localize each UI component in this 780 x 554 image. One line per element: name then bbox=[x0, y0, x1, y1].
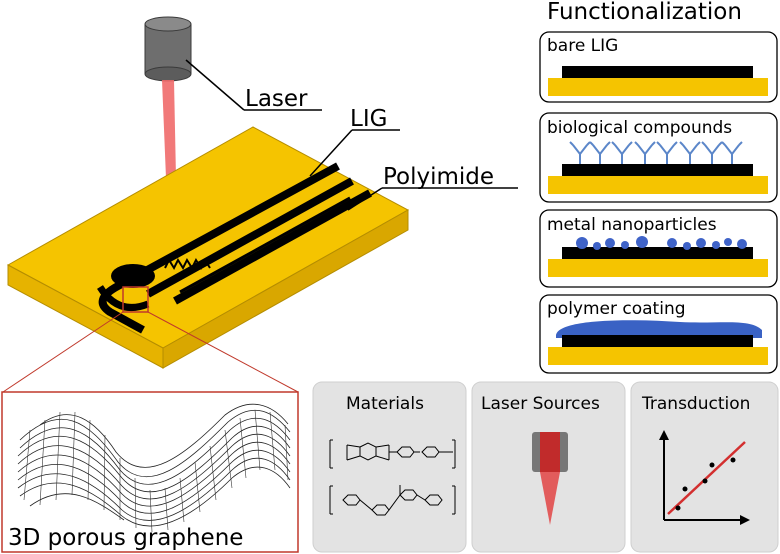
transduction-title: Transduction bbox=[641, 394, 750, 414]
func-label-biological: biological compounds bbox=[547, 118, 732, 138]
lig-electrode bbox=[98, 162, 372, 334]
nanoparticle-dots bbox=[576, 236, 747, 250]
graphene-zoom-box bbox=[1, 391, 299, 553]
lig-label: LIG bbox=[350, 106, 387, 132]
zoom-marker bbox=[122, 286, 149, 313]
transduction-panel: Transduction bbox=[630, 381, 779, 553]
laser-label: Laser bbox=[245, 86, 308, 112]
laser-source-icon bbox=[532, 432, 568, 525]
func-card-bare-lig: bare LIG bbox=[539, 31, 778, 103]
laser-head bbox=[144, 16, 192, 256]
graphene-label: 3D porous graphene bbox=[8, 525, 243, 551]
antibody-icons bbox=[569, 141, 743, 164]
functionalization-title: Functionalization bbox=[547, 0, 742, 25]
func-card-polymer: polymer coating bbox=[539, 294, 778, 374]
laser-sources-panel: Laser Sources bbox=[471, 381, 626, 553]
laser-leader bbox=[185, 59, 245, 111]
func-card-biological: biological compounds bbox=[539, 112, 778, 203]
materials-panel: Materials bbox=[312, 381, 467, 553]
polyimide-structure-icon bbox=[329, 439, 456, 516]
graphene-mesh bbox=[17, 403, 291, 527]
polyimide-leader bbox=[347, 187, 383, 211]
polymer-layer bbox=[556, 320, 762, 338]
func-label-polymer: polymer coating bbox=[547, 299, 686, 319]
calibration-plot-icon bbox=[659, 430, 750, 525]
func-label-nanoparticles: metal nanoparticles bbox=[547, 215, 717, 235]
polyimide-label: Polyimide bbox=[383, 164, 494, 190]
materials-title: Materials bbox=[346, 394, 424, 414]
working-electrode bbox=[111, 264, 155, 288]
polyimide-substrate bbox=[6, 126, 410, 369]
interdigitated-pattern bbox=[164, 257, 211, 271]
func-card-nanoparticles: metal nanoparticles bbox=[539, 209, 778, 288]
lig-leader bbox=[309, 129, 353, 177]
graphene-mesh-cross bbox=[23, 409, 289, 533]
func-label-bare-lig: bare LIG bbox=[547, 36, 618, 56]
laser-sources-title: Laser Sources bbox=[481, 394, 600, 414]
